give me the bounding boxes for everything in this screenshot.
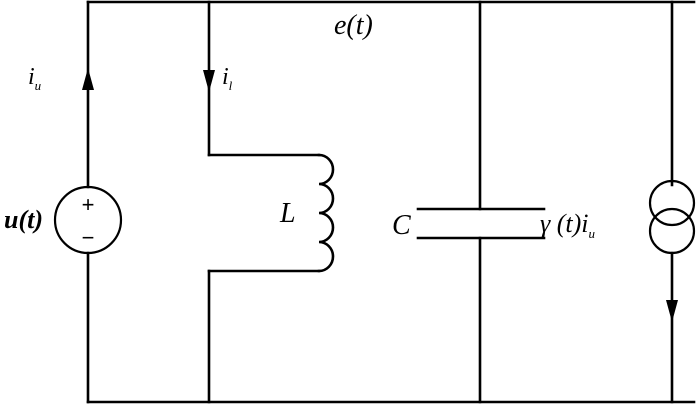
dep-source-circle-upper bbox=[648, 179, 696, 227]
source-current-label: iu bbox=[28, 64, 42, 93]
inductor-branch bbox=[203, 0, 335, 404]
dep-source-arrow bbox=[666, 300, 678, 322]
dependent-source-branch bbox=[648, 0, 696, 404]
voltage-source-branch: + − bbox=[53, 0, 123, 404]
inductor-current-label: il bbox=[222, 64, 233, 93]
capacitor-label: C bbox=[392, 210, 411, 241]
inductor-coil bbox=[317, 153, 335, 273]
inductor-current-arrow bbox=[203, 70, 215, 92]
inductor-label: L bbox=[279, 198, 296, 229]
dep-source-circle-lower bbox=[648, 207, 696, 255]
dependent-source-label: γ (t)iu bbox=[540, 209, 596, 241]
voltage-source-label: u(t) bbox=[4, 205, 43, 234]
voltage-source-symbol bbox=[53, 185, 123, 255]
plus-sign: + bbox=[82, 192, 95, 217]
source-current-arrow bbox=[82, 68, 94, 90]
minus-sign: − bbox=[82, 225, 95, 250]
capacitor-branch bbox=[416, 0, 546, 404]
node-voltage-label: e(t) bbox=[334, 10, 373, 41]
